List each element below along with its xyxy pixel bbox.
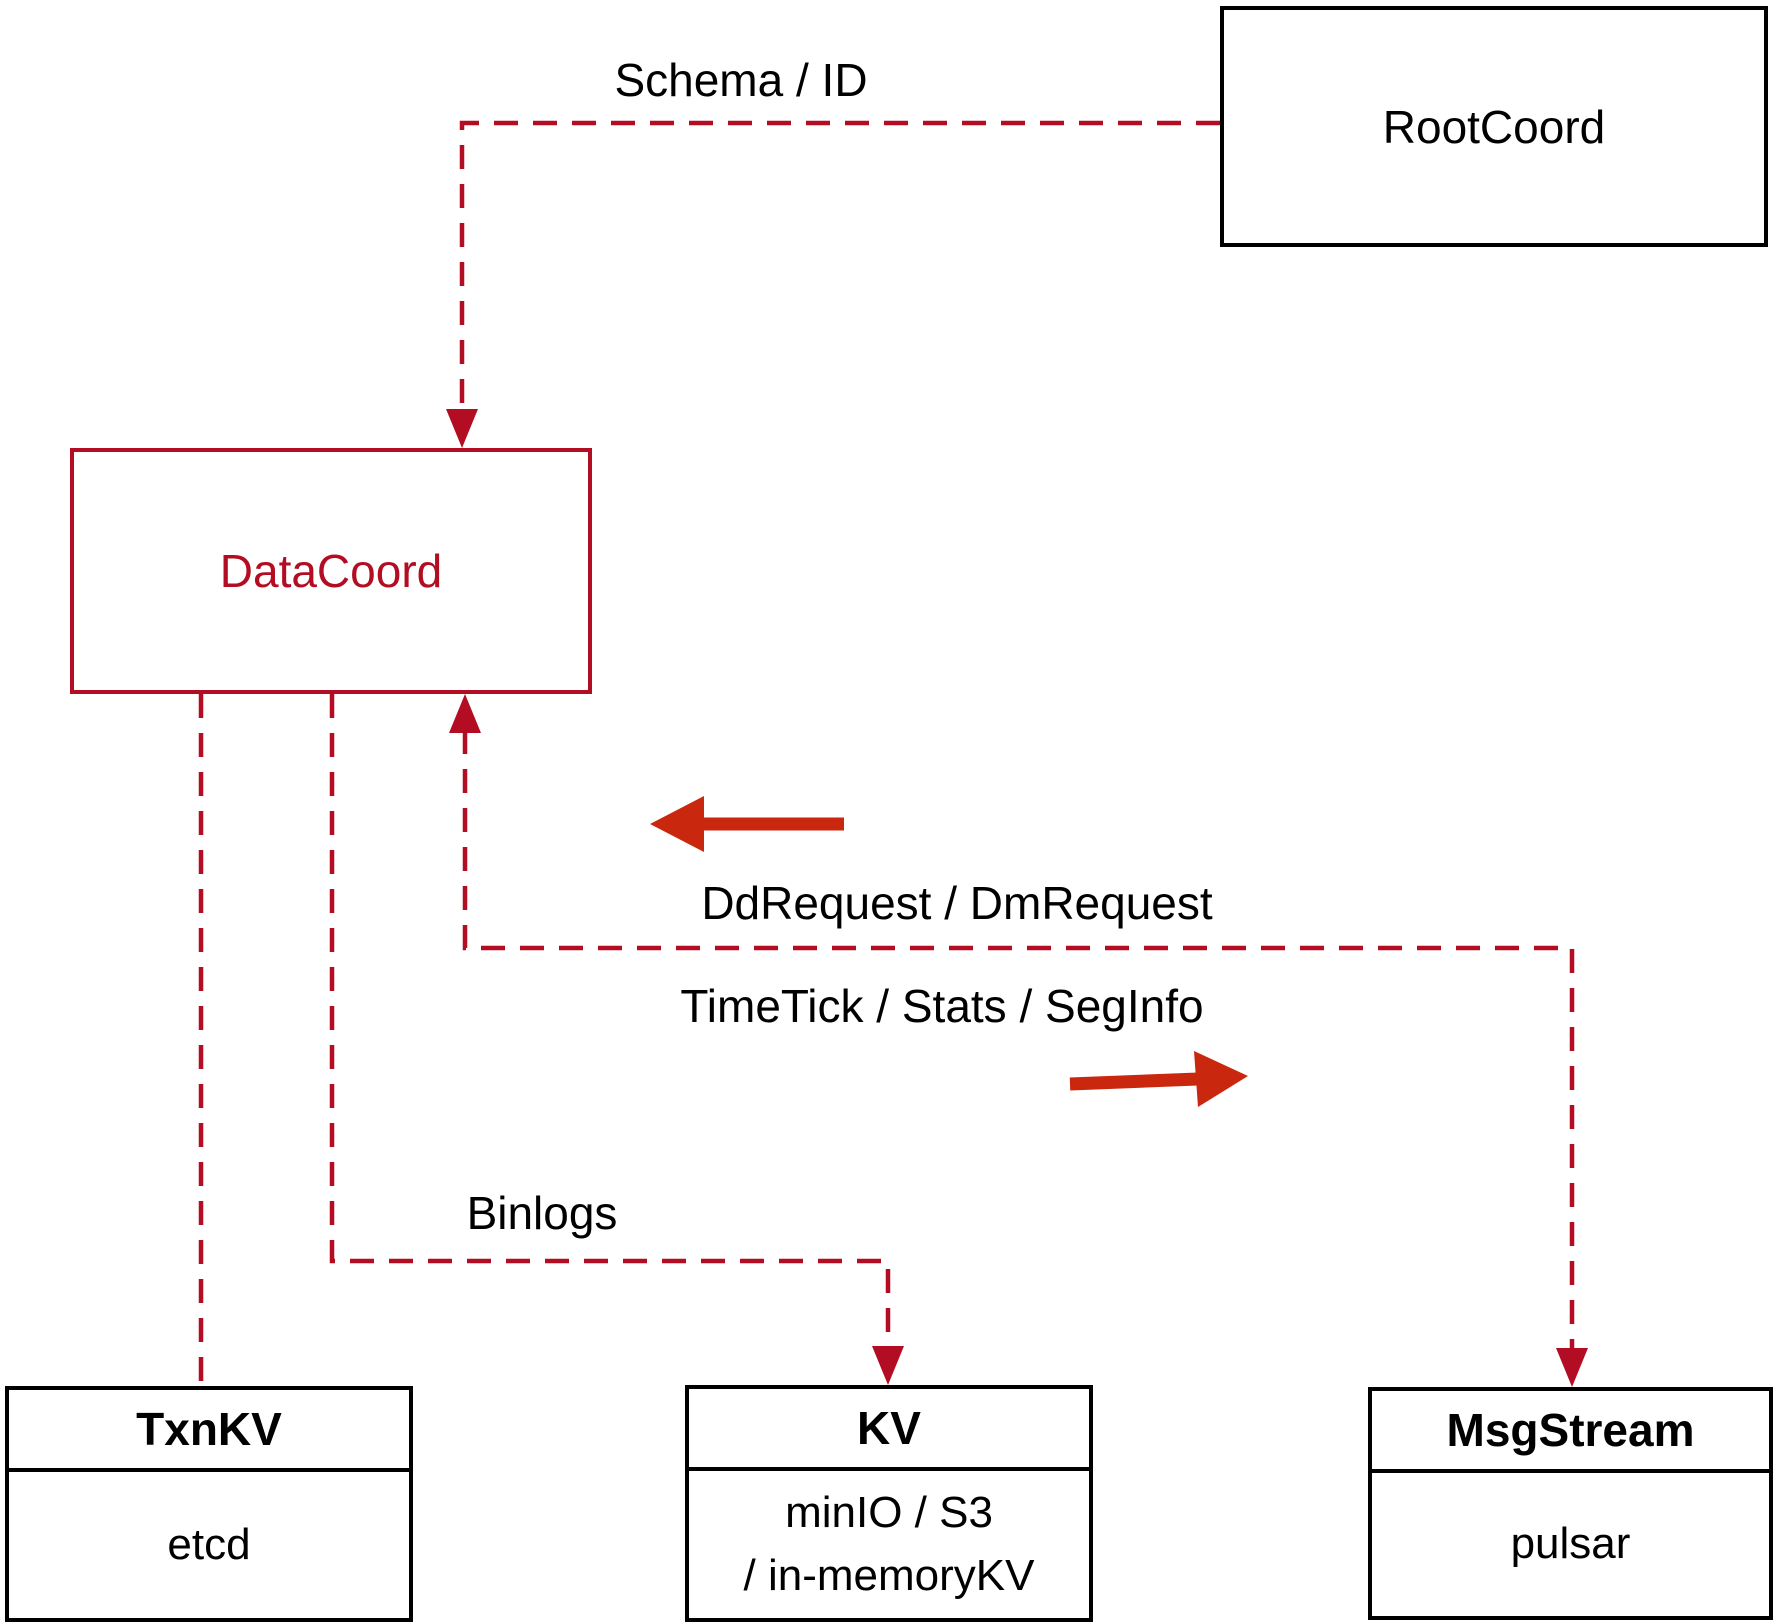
msgstream-title: MsgStream — [1372, 1391, 1769, 1473]
txnkv-node: TxnKV etcd — [5, 1386, 413, 1622]
schema-id-arrowhead-icon — [446, 409, 478, 448]
msgstream-down-arrowhead-icon — [1556, 1348, 1588, 1387]
txnkv-body-label: etcd — [167, 1519, 251, 1569]
right-direction-arrow-shaft — [1069, 1072, 1199, 1091]
right-direction-arrow-icon — [1194, 1051, 1248, 1107]
txnkv-title: TxnKV — [9, 1390, 409, 1472]
msgstream-body-label: pulsar — [1510, 1519, 1631, 1569]
left-direction-arrow-icon — [650, 796, 704, 852]
schema-id-edge-label: Schema / ID — [614, 54, 868, 106]
timetick-edge-label: TimeTick / Stats / SegInfo — [680, 980, 1204, 1032]
feedback-connector — [462, 730, 1575, 1352]
kv-body-line1: minIO / S3 — [785, 1488, 993, 1538]
datacoord-node: DataCoord — [70, 448, 592, 694]
feedback-up-arrowhead-icon — [449, 694, 481, 733]
rootcoord-label: RootCoord — [1382, 100, 1606, 153]
binlogs-connector — [329, 694, 891, 1350]
ddrequest-edge-label: DdRequest / DmRequest — [701, 877, 1213, 929]
kv-title: KV — [689, 1389, 1089, 1471]
binlogs-edge-label: Binlogs — [466, 1187, 618, 1239]
datacoord-label: DataCoord — [219, 545, 443, 597]
kv-body-line2: / in-memoryKV — [743, 1550, 1035, 1600]
msgstream-node: MsgStream pulsar — [1368, 1387, 1773, 1620]
binlogs-arrowhead-icon — [872, 1346, 904, 1385]
rootcoord-node: RootCoord — [1220, 6, 1768, 247]
schema-id-connector — [459, 120, 1220, 412]
kv-node: KV minIO / S3 / in-memoryKV — [685, 1385, 1093, 1622]
